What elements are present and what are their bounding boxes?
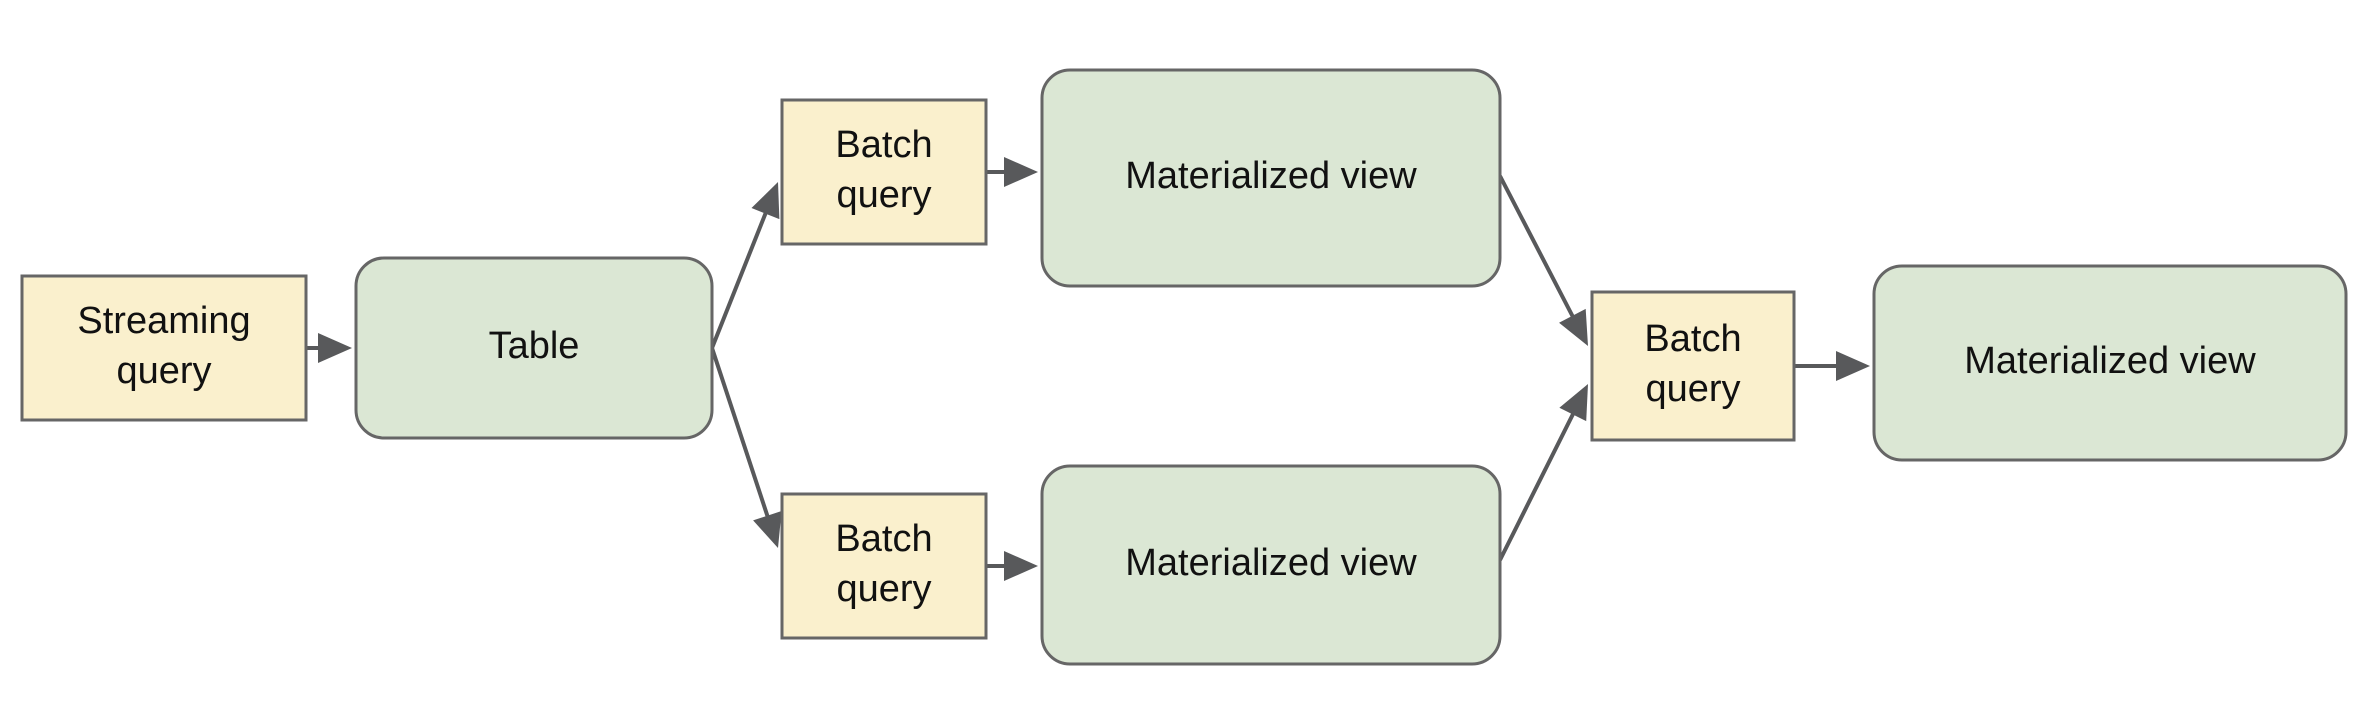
node-label-batch-query-top-line2: query [836, 174, 931, 216]
edge-batch-bottom-to-mv-bottom [986, 551, 1038, 581]
node-label-batch-query-join-line1: Batch [1644, 318, 1741, 360]
node-shape-batch-query-bottom [780, 492, 988, 640]
node-label-streaming-query-line2: query [116, 350, 211, 392]
arrowhead-icon [1004, 551, 1038, 581]
arrowhead-icon [1559, 384, 1588, 422]
node-shape-batch-query-top [780, 98, 988, 246]
node-label-table: Table [489, 325, 580, 367]
node-label-batch-query-bottom-line2: query [836, 568, 931, 610]
node-label-materialized-view-bottom: Materialized view [1125, 542, 1417, 584]
edge-mv-bottom-to-batch-join [1498, 384, 1588, 561]
arrowhead-icon [753, 511, 782, 548]
node-shape-materialized-view-final [1872, 264, 2348, 462]
node-label-batch-query-top-line1: Batch [835, 124, 932, 166]
edge-line [1498, 409, 1577, 561]
arrowhead-icon [751, 182, 780, 220]
arrowhead-icon [1004, 157, 1038, 187]
edge-line [1498, 175, 1576, 321]
arrowhead-icon [1836, 351, 1870, 381]
arrowhead-icon [318, 333, 352, 363]
edge-line [710, 209, 769, 349]
node-shape-table [354, 256, 714, 440]
node-label-materialized-view-final: Materialized view [1964, 340, 2256, 382]
edge-table-to-batch-top [710, 182, 780, 349]
node-shape-streaming-query [20, 274, 308, 422]
node-batch-query-top[interactable]: Batch query [780, 98, 988, 246]
edge-batch-top-to-mv-top [986, 157, 1038, 187]
node-label-batch-query-join-line2: query [1645, 368, 1740, 410]
node-label-batch-query-bottom-line1: Batch [835, 518, 932, 560]
node-batch-query-bottom[interactable]: Batch query [780, 492, 988, 640]
node-shape-materialized-view-top [1040, 68, 1502, 288]
edge-batch-join-to-mv-final [1794, 351, 1870, 381]
edge-streaming-to-table [306, 333, 352, 363]
edge-line [710, 347, 771, 521]
node-table[interactable]: Table [354, 256, 714, 440]
node-streaming-query[interactable]: Streaming query [20, 274, 308, 422]
node-materialized-view-top[interactable]: Materialized view [1040, 68, 1502, 288]
edge-table-to-batch-bottom [710, 347, 782, 548]
edge-layer [306, 157, 1870, 581]
arrowhead-icon [1559, 308, 1588, 346]
node-materialized-view-final[interactable]: Materialized view [1872, 264, 2348, 462]
node-shape-batch-query-join [1590, 290, 1796, 442]
edge-mv-top-to-batch-join [1498, 175, 1588, 346]
node-label-streaming-query-line1: Streaming [77, 300, 250, 342]
node-materialized-view-bottom[interactable]: Materialized view [1040, 464, 1502, 666]
node-shape-materialized-view-bottom [1040, 464, 1502, 666]
node-batch-query-join[interactable]: Batch query [1590, 290, 1796, 442]
node-label-materialized-view-top: Materialized view [1125, 155, 1417, 197]
